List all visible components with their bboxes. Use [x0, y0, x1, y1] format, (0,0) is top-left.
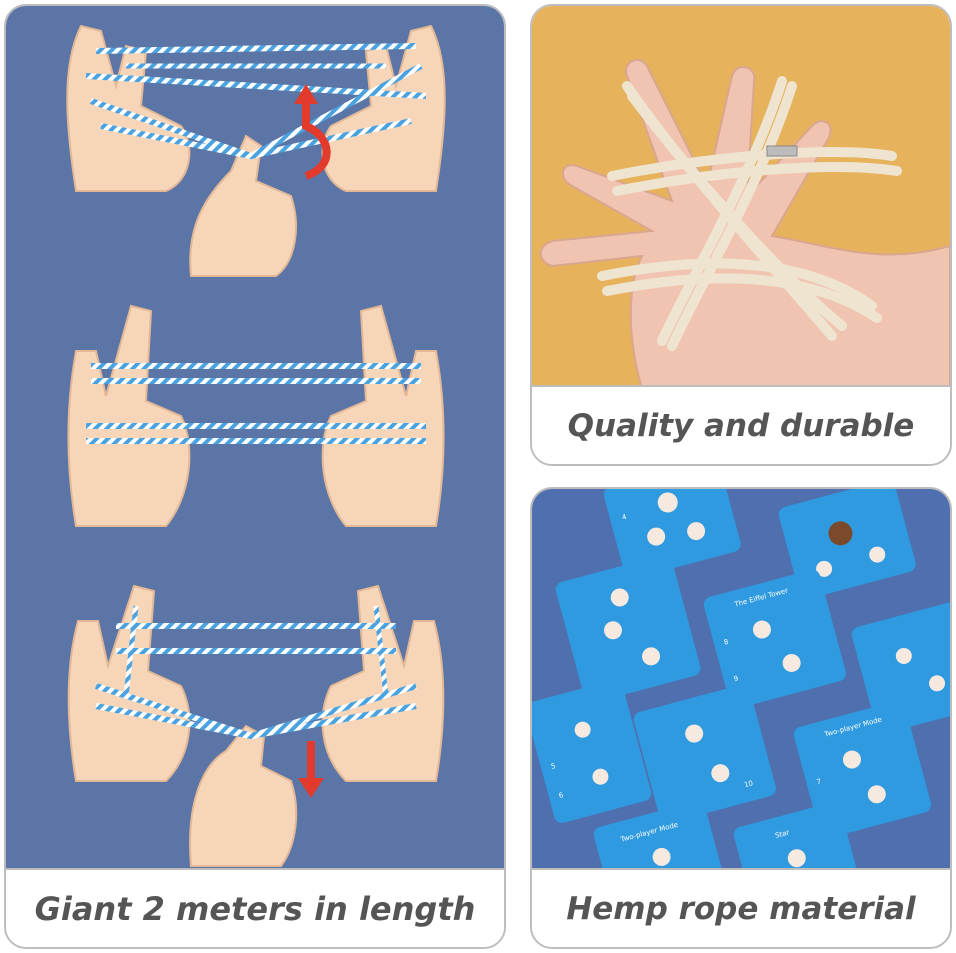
panel-string-steps: Giant 2 meters in length [4, 4, 506, 949]
hand-with-cord-star-illustration [539, 58, 950, 389]
instruction-cards-photo: 4 The Eiff [532, 489, 950, 872]
step-2-illustration [67, 304, 445, 527]
instruction-card: 5 6 [532, 679, 652, 823]
instruction-card [851, 602, 950, 734]
hands-with-string-illustration [66, 24, 446, 867]
caption-material: Hemp rope material [532, 868, 950, 947]
caption-length: Giant 2 meters in length [6, 868, 504, 947]
cards-spread-illustration: 4 The Eiff [532, 489, 950, 872]
card-number: 5 [550, 762, 556, 771]
panel-instruction-cards: 4 The Eiff [530, 487, 952, 949]
step-1-illustration [66, 24, 446, 277]
card-number: 7 [816, 777, 822, 786]
instruction-card: Two-player Mode [593, 801, 722, 872]
card-number: 10 [743, 779, 754, 789]
card-number: 9 [733, 674, 739, 683]
card-title: Star [774, 828, 790, 839]
panel-cord-photo: Quality and durable [530, 4, 952, 466]
instruction-card: Star [733, 802, 858, 872]
instruction-card: 4 [603, 489, 741, 579]
card-number: 6 [558, 791, 565, 800]
string-figure-illustration [6, 6, 504, 872]
cord-clip [766, 145, 798, 157]
card-number: 8 [723, 638, 729, 647]
instruction-card: The Eiffel Tower 8 9 [703, 569, 846, 709]
hand-cord-photo [532, 6, 950, 389]
instruction-card: 10 [633, 684, 776, 824]
instruction-card [555, 554, 701, 703]
caption-quality: Quality and durable [532, 385, 950, 464]
step-3-illustration [67, 584, 445, 867]
card-number: 4 [621, 513, 628, 522]
instruction-card [778, 489, 916, 599]
